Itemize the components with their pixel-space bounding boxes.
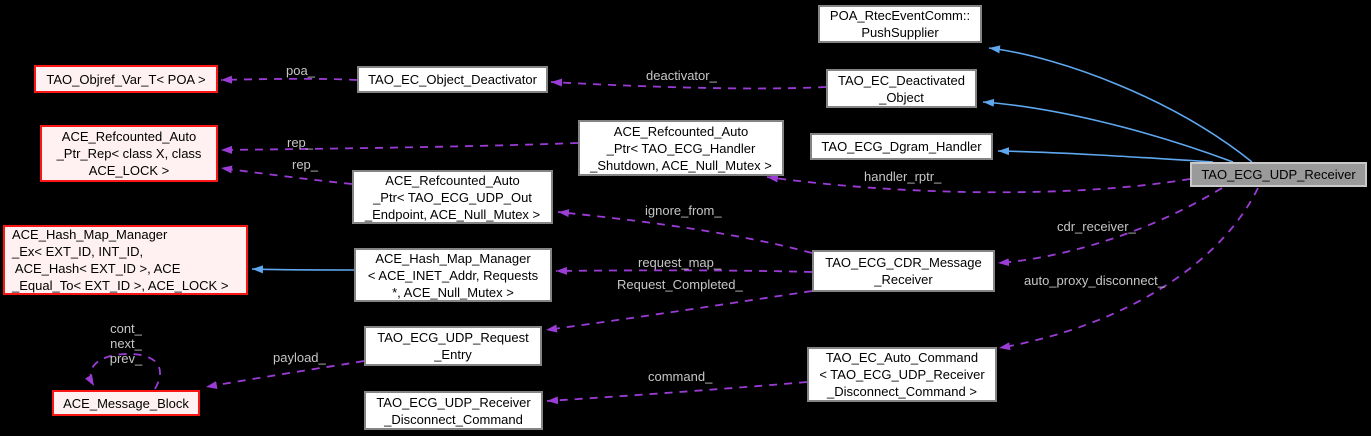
edge-label-command: command_ xyxy=(648,369,713,384)
edge-message-block-self-loop xyxy=(85,353,161,390)
node-tao-ec-deactivated-object[interactable]: TAO_EC_Deactivated _Object xyxy=(826,69,977,108)
edge-label-self-loop: cont_ next_ prev_ xyxy=(109,321,143,366)
node-tao-ec-auto-command[interactable]: TAO_EC_Auto_Command < TAO_ECG_UDP_Receiv… xyxy=(807,347,997,402)
node-label: TAO_EC_Object_Deactivator xyxy=(368,72,537,87)
node-label: TAO_ECG_UDP_Receiver _Disconnect_Command xyxy=(376,394,531,427)
edge-label-poa: poa_ xyxy=(286,63,315,78)
node-label: ACE_Hash_Map_Manager _Ex< EXT_ID, INT_ID… xyxy=(12,227,229,293)
node-tao-ecg-udp-request-entry[interactable]: TAO_ECG_UDP_Request _Entry xyxy=(364,326,542,366)
node-label: TAO_Objref_Var_T< POA > xyxy=(46,71,206,87)
edge-label-ignore-from: ignore_from_ xyxy=(645,203,722,218)
node-label: TAO_ECG_UDP_Receiver xyxy=(1201,167,1356,182)
edge-inherit-dgram-handler xyxy=(997,147,1214,163)
node-tao-ecg-udp-receiver-disconnect[interactable]: TAO_ECG_UDP_Receiver _Disconnect_Command xyxy=(364,391,543,430)
node-ace-refcounted-auto-ptr-shutdown[interactable]: ACE_Refcounted_Auto _Ptr< TAO_ECG_Handle… xyxy=(578,120,784,176)
node-ace-hash-map-manager-inet[interactable]: ACE_Hash_Map_Manager < ACE_INET_Addr, Re… xyxy=(354,248,552,302)
edge-rep-shutdown xyxy=(220,142,579,154)
node-label: TAO_ECG_UDP_Request _Entry xyxy=(377,330,529,362)
node-label: TAO_EC_Deactivated _Object xyxy=(838,72,965,105)
node-ace-hash-map-manager-ex[interactable]: ACE_Hash_Map_Manager _Ex< EXT_ID, INT_ID… xyxy=(3,225,248,295)
edge-label-rep-bottom: rep_ xyxy=(292,157,319,172)
node-label: ACE_Message_Block xyxy=(63,395,189,411)
edge-handler-rptr xyxy=(766,174,1191,194)
edge-label-request-completed: Request_Completed_ xyxy=(617,277,743,292)
edge-command xyxy=(546,381,808,405)
node-tao-ecg-cdr-message-receiver[interactable]: TAO_ECG_CDR_Message _Receiver xyxy=(812,250,995,292)
edge-inherit-push-supplier xyxy=(988,45,1253,163)
node-label: TAO_EC_Auto_Command < TAO_ECG_UDP_Receiv… xyxy=(819,350,985,399)
edge-auto-proxy-disconnect xyxy=(998,187,1259,351)
node-label: POA_RtecEventComm:: PushSupplier xyxy=(829,8,971,40)
node-label: ACE_Hash_Map_Manager < ACE_INET_Addr, Re… xyxy=(367,250,539,300)
edge-payload xyxy=(205,360,365,390)
node-tao-ecg-dgram-handler[interactable]: TAO_ECG_Dgram_Handler xyxy=(810,133,993,160)
node-tao-ecg-udp-receiver: TAO_ECG_UDP_Receiver xyxy=(1190,162,1367,187)
node-label: ACE_Refcounted_Auto _Ptr_Rep< class X, c… xyxy=(56,129,202,178)
node-ace-refcounted-auto-ptr-endpoint[interactable]: ACE_Refcounted_Auto _Ptr< TAO_ECG_UDP_Ou… xyxy=(352,170,553,224)
node-tao-objref-var-t[interactable]: TAO_Objref_Var_T< POA > xyxy=(34,65,218,93)
node-label: TAO_ECG_CDR_Message _Receiver xyxy=(825,255,982,287)
edge-label-request-map: request_map_ xyxy=(638,255,722,270)
edge-label-handler-rptr: handler_rptr_ xyxy=(864,169,942,184)
edge-label-payload: payload_ xyxy=(273,350,326,365)
node-ace-message-block[interactable]: ACE_Message_Block xyxy=(52,390,200,416)
edge-request-completed xyxy=(545,290,813,333)
edge-label-rep-top: rep_ xyxy=(287,135,314,150)
node-label: ACE_Refcounted_Auto _Ptr< TAO_ECG_Handle… xyxy=(590,123,772,173)
node-label: ACE_Refcounted_Auto _Ptr< TAO_ECG_UDP_Ou… xyxy=(364,172,541,222)
node-tao-ec-object-deactivator[interactable]: TAO_EC_Object_Deactivator xyxy=(357,66,548,93)
edge-label-deactivator: deactivator_ xyxy=(646,68,717,83)
edge-cdr-receiver xyxy=(997,187,1223,267)
edge-rep-endpoint xyxy=(220,165,353,185)
edge-ignore-from xyxy=(557,209,813,254)
edge-deactivator xyxy=(550,78,827,90)
node-ace-refcounted-auto-ptr-rep[interactable]: ACE_Refcounted_Auto _Ptr_Rep< class X, c… xyxy=(40,125,218,182)
edge-inherit-hash-map-ex xyxy=(251,265,355,274)
node-label: TAO_ECG_Dgram_Handler xyxy=(821,139,982,154)
edge-label-cdr-receiver: cdr_receiver_ xyxy=(1057,219,1136,234)
node-poa-rtec-event-comm-push-supplier[interactable]: POA_RtecEventComm:: PushSupplier xyxy=(818,5,982,43)
edge-poa xyxy=(220,75,358,84)
edge-request-map xyxy=(555,266,813,275)
edge-inherit-deactivated-object xyxy=(982,98,1234,163)
edge-label-auto-proxy-disconnect: auto_proxy_disconnect_ xyxy=(1024,273,1165,288)
